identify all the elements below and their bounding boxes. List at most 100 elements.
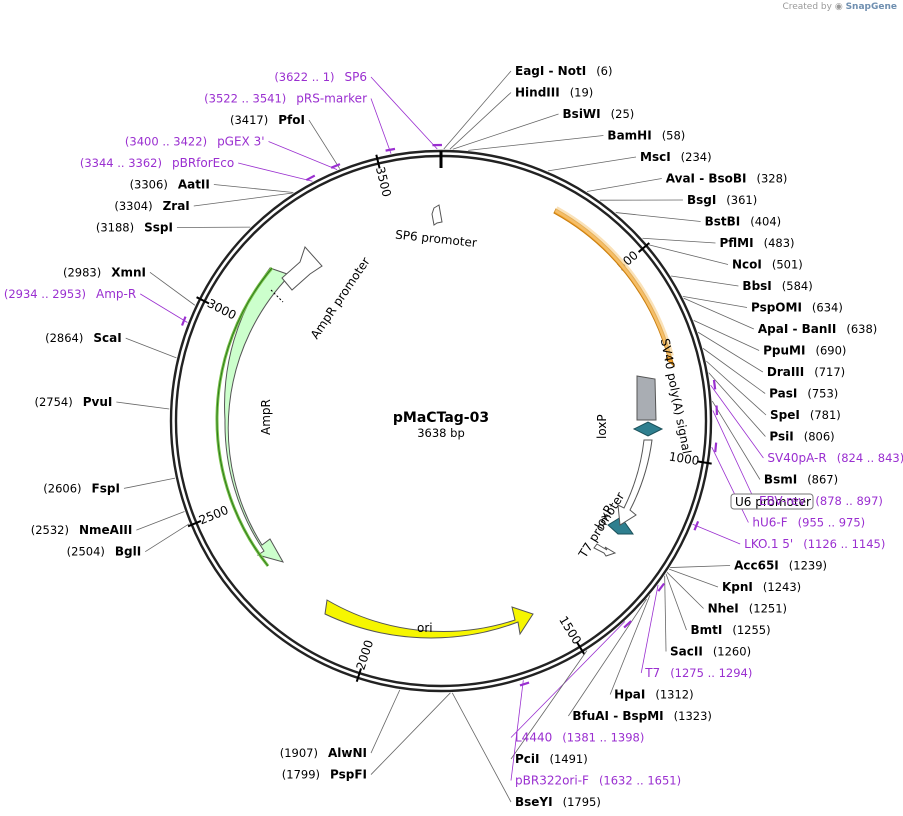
enzyme-label[interactable]: (2606)FspI (43, 481, 120, 495)
primer-label[interactable]: (3400 .. 3422)pGEX 3' (125, 135, 265, 149)
label-position: (2606) (43, 481, 81, 495)
enzyme-label[interactable]: NheI(1251) (708, 602, 787, 616)
label-name: hU6-F (752, 516, 787, 530)
label-leader-line (642, 237, 716, 244)
primer-label[interactable]: LKO.1 5'(1126 .. 1145) (744, 537, 885, 551)
enzyme-label[interactable]: (3188)SspI (96, 221, 173, 235)
enzyme-label[interactable]: MscI(234) (640, 150, 712, 164)
ampr-promoter-arrow[interactable] (281, 246, 323, 291)
enzyme-label[interactable]: BstBI(404) (705, 215, 782, 229)
label-leader-line (449, 92, 512, 150)
enzyme-label[interactable]: (2864)ScaI (45, 331, 122, 345)
enzyme-label[interactable]: (2504)BglI (67, 545, 142, 559)
label-position: (1799) (282, 768, 320, 782)
enzyme-label[interactable]: (2754)PvuI (34, 395, 112, 409)
enzyme-label[interactable]: BfuAI - BspMI(1323) (572, 709, 712, 723)
enzyme-label[interactable]: (2532)NmeAIII (31, 523, 133, 537)
enzyme-label[interactable]: (3306)AatII (130, 178, 210, 192)
label-name: PflMI (719, 236, 753, 250)
label-position: (1251) (749, 602, 787, 616)
enzyme-label[interactable]: ApaI - BanII(638) (758, 322, 877, 336)
enzyme-label[interactable]: BamHI(58) (607, 129, 685, 143)
label-position: (1491) (550, 752, 588, 766)
enzyme-label[interactable]: (1799) PspFI (282, 768, 367, 782)
label-position: (19) (570, 86, 594, 100)
u6-promoter-box[interactable] (730, 493, 814, 510)
loxp-arrow-top[interactable] (632, 421, 664, 437)
label-name: SV40pA-R (767, 451, 826, 465)
primer-label[interactable]: T7(1275 .. 1294) (644, 666, 752, 680)
primer-label[interactable]: (2934 .. 2953)Amp-R (4, 287, 136, 301)
enzyme-label[interactable]: BmtI(1255) (690, 623, 770, 637)
enzyme-label[interactable]: KpnI(1243) (722, 580, 801, 594)
label-position: (1260) (713, 645, 751, 659)
label-name: BstBI (705, 215, 741, 229)
sp6-promoter-arrow[interactable] (431, 204, 443, 226)
enzyme-label[interactable]: BseYI(1795) (515, 795, 601, 809)
enzyme-label[interactable]: PspOMI(634) (751, 301, 843, 315)
label-leaders (116, 70, 767, 803)
enzyme-label[interactable]: (1907)AlwNI (280, 746, 367, 760)
t7-promoter-arrow[interactable] (593, 543, 617, 557)
label-position: (25) (611, 107, 635, 121)
primer-binding-mark (693, 520, 700, 531)
enzyme-label[interactable]: HindIII(19) (515, 86, 593, 100)
enzyme-label[interactable]: BsgI(361) (687, 193, 757, 207)
primer-label[interactable]: (3522 .. 3541)pRS-marker (204, 92, 367, 106)
enzyme-label[interactable]: PasI(753) (769, 387, 838, 401)
label-leader-line (193, 192, 293, 207)
label-position: (1323) (674, 709, 712, 723)
enzyme-label[interactable]: BbsI(584) (742, 279, 812, 293)
enzyme-label[interactable]: Acc65I(1239) (734, 559, 827, 573)
enzyme-label[interactable]: BsiWI(25) (563, 107, 635, 121)
enzyme-label[interactable]: DraIII(717) (767, 365, 845, 379)
label-leader-line (116, 401, 170, 410)
label-position: (1275 .. 1294) (670, 666, 752, 680)
enzyme-label[interactable]: BsmI(867) (764, 473, 838, 487)
label-leader-line (702, 348, 766, 394)
label-name: DraIII (767, 365, 804, 379)
polya-grey-block[interactable] (636, 375, 657, 421)
bp-tick-mark (576, 642, 586, 655)
primer-label[interactable]: EBV-rev(878 .. 897) (759, 494, 883, 508)
label-position: (58) (662, 129, 686, 143)
label-name: PspOMI (751, 301, 802, 315)
label-position: (361) (726, 193, 757, 207)
label-name: AlwNI (328, 746, 367, 760)
label-position: (328) (757, 172, 788, 186)
loxp-arrow-bottom[interactable] (607, 516, 634, 535)
enzyme-label[interactable]: PpuMI(690) (763, 344, 846, 358)
enzyme-label[interactable]: HpaI(1312) (614, 688, 693, 702)
ori-arrow[interactable] (324, 599, 534, 639)
enzyme-label[interactable]: (2983)XmnI (63, 265, 146, 279)
label-position: (1239) (789, 559, 827, 573)
label-position: (3417) (230, 113, 268, 127)
primer-label[interactable]: pBR322ori-F(1632 .. 1651) (515, 774, 681, 788)
ampr-arrow[interactable] (224, 267, 291, 563)
u6-promoter-label: U6 promoter (735, 495, 811, 509)
enzyme-label[interactable]: SacII(1260) (670, 645, 751, 659)
enzyme-label[interactable]: SpeI(781) (770, 408, 841, 422)
sv40-polya-arrow[interactable] (553, 208, 675, 368)
primer-label[interactable]: SV40pA-R (824 .. 843) (767, 451, 903, 465)
primer-label[interactable]: hU6-F (955 .. 975) (752, 516, 865, 530)
primer-label[interactable]: L4440(1381 .. 1398) (515, 731, 644, 745)
enzyme-label[interactable]: PciI(1491) (515, 752, 588, 766)
enzyme-label[interactable]: EagI - NotI(6) (515, 64, 612, 78)
label-leader-line (708, 372, 766, 437)
enzyme-label[interactable]: NcoI(501) (732, 258, 803, 272)
enzyme-label[interactable]: PflMI(483) (719, 236, 794, 250)
u6-promoter-arrow[interactable] (617, 439, 653, 526)
label-name: PspFI (330, 768, 367, 782)
primer-label[interactable]: (3622 .. 1)SP6 (274, 70, 367, 84)
label-position: (824 .. 843) (837, 451, 903, 465)
primer-binding-mark (519, 681, 530, 687)
primer-labels: SV40pA-R (824 .. 843) EBV-rev(878 .. 897) h… (4, 70, 903, 787)
enzyme-label[interactable]: (3304)ZraI (114, 199, 189, 213)
primer-label[interactable]: (3344 .. 3362)pBRforEco (80, 156, 234, 170)
enzyme-label[interactable]: PsiI(806) (769, 430, 834, 444)
enzyme-label[interactable]: AvaI - BsoBI(328) (666, 172, 788, 186)
enzyme-label[interactable]: (3417)PfoI (230, 113, 305, 127)
label-leader-line (125, 337, 177, 359)
label-position: (955 .. 975) (798, 516, 866, 530)
